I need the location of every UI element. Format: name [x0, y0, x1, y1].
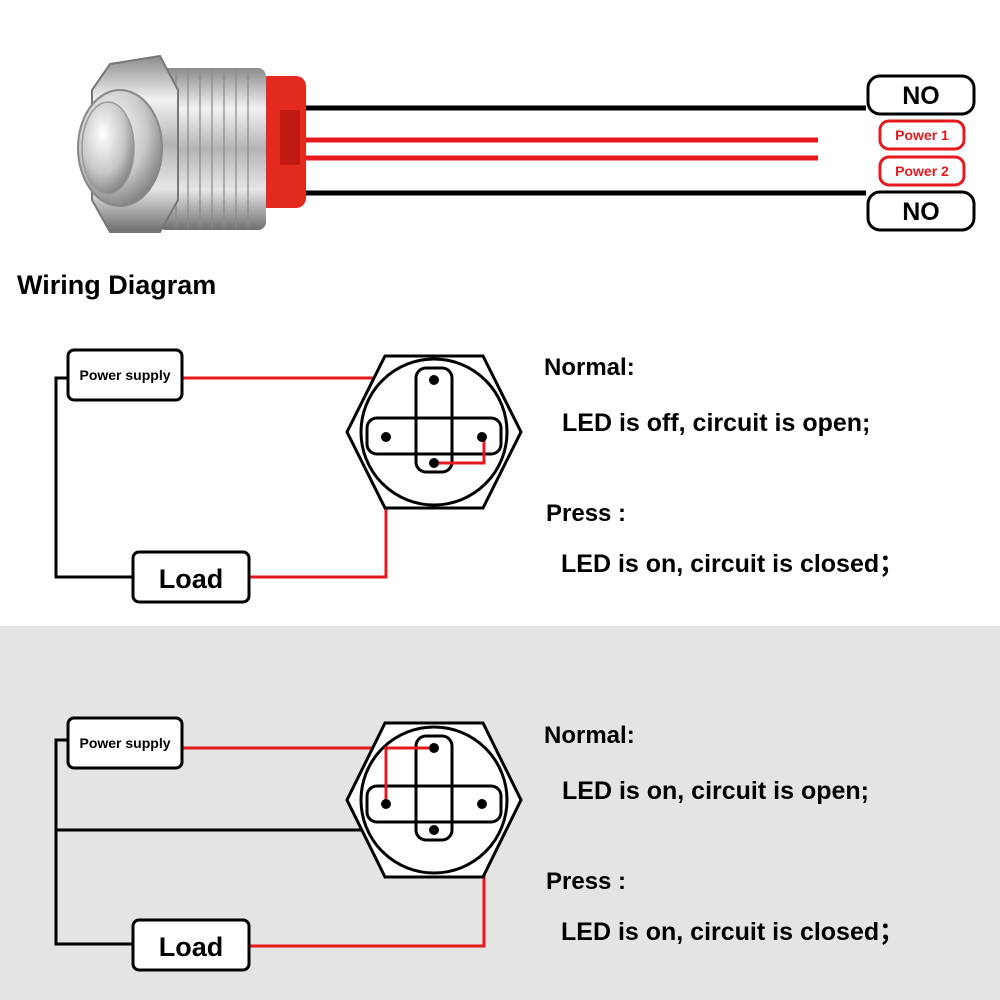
switch-ring-1	[359, 357, 509, 507]
terminal-dot-right-1	[477, 432, 487, 442]
wiring-diagram-2: Power supply Load	[54, 716, 523, 972]
terminal-dot-top-2	[429, 743, 439, 753]
black-wire-1	[54, 376, 133, 579]
terminal-dot-right-2	[477, 799, 487, 809]
press-text-1: LED is on, circuit is closed；	[561, 550, 905, 578]
power-supply-box-1	[66, 348, 184, 402]
label-box-power-1	[878, 119, 966, 151]
power-supply-label-2: Power supply	[79, 735, 170, 751]
terminal-dot-top-1	[429, 375, 439, 385]
terminal-horizontal-1	[365, 416, 503, 456]
label-power-2: Power 2	[895, 163, 949, 179]
push-button-switch-illustration	[77, 54, 866, 233]
red-wire-led-1	[434, 437, 486, 465]
terminal-dot-left-2	[381, 799, 391, 809]
normal-heading-1: Normal:	[544, 354, 635, 381]
black-wire-2	[54, 738, 133, 946]
normal-text-1: LED is off, circuit is open;	[562, 409, 871, 437]
power-supply-label-1: Power supply	[79, 367, 170, 383]
load-box-2	[131, 918, 251, 972]
switch-hex-2	[345, 721, 523, 879]
label-no-bottom: NO	[902, 198, 940, 226]
terminal-dot-bottom-1	[429, 458, 439, 468]
wiring-diagram-1: Power supply Load	[54, 348, 523, 604]
label-box-no-top	[866, 74, 976, 116]
load-label-2: Load	[159, 932, 224, 962]
wiring-diagram-title: Wiring Diagram	[17, 270, 217, 300]
label-box-no-bottom	[866, 190, 976, 232]
switch-ring-2	[359, 725, 509, 875]
label-power-1: Power 1	[895, 127, 949, 143]
terminal-vertical-1	[414, 366, 454, 474]
switch-hex-1	[345, 354, 523, 510]
terminal-vertical-2	[414, 734, 454, 842]
label-no-top: NO	[902, 82, 940, 110]
label-box-power-2	[878, 155, 966, 187]
terminal-dot-left-1	[381, 432, 391, 442]
terminal-dot-bottom-2	[429, 825, 439, 835]
press-text-2: LED is on, circuit is closed；	[561, 918, 905, 946]
press-heading-2: Press :	[546, 868, 627, 895]
power-supply-box-2	[66, 716, 184, 770]
load-label-1: Load	[159, 564, 224, 594]
red-wire-led-2	[384, 746, 434, 804]
load-box-1	[131, 550, 251, 604]
terminal-horizontal-2	[365, 784, 503, 824]
normal-text-2: LED is on, circuit is open;	[562, 777, 869, 805]
press-heading-1: Press :	[546, 500, 627, 527]
normal-heading-2: Normal:	[544, 722, 635, 749]
